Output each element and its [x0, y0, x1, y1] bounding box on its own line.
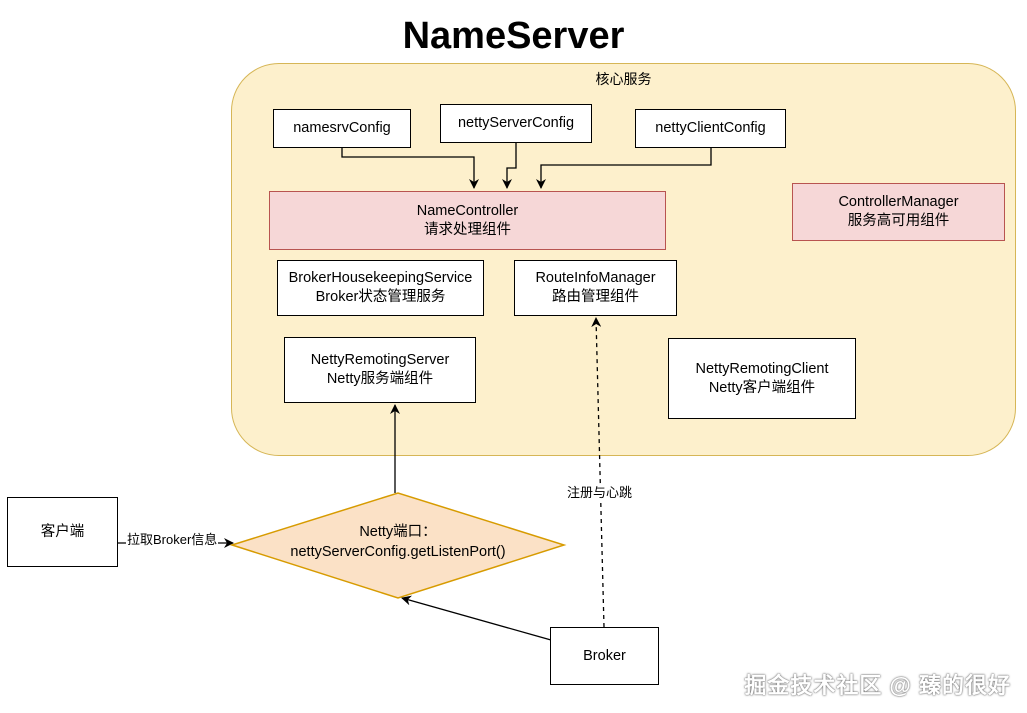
core-services-label: 核心服务 [595, 71, 652, 87]
watermark-text: 掘金技术社区 @ 臻的很好 [744, 673, 1011, 698]
pull-broker-info-label: 拉取Broker信息 [126, 531, 219, 549]
namesrv-config-label: namesrvConfig [293, 120, 391, 136]
netty-port-title: Netty端口： [359, 524, 437, 540]
edge-nettyclientconfig-to-controller [536, 148, 712, 189]
name-controller-title: NameController [416, 202, 519, 219]
broker-housekeeping-desc: Broker状态管理服务 [315, 289, 446, 305]
broker-housekeeping-box: BrokerHousekeepingService Broker状态管理服务 [277, 260, 484, 316]
client-label: 客户端 [40, 523, 85, 540]
netty-port-diamond [229, 492, 567, 599]
netty-client-config-label: nettyClientConfig [655, 120, 766, 136]
controller-manager-box: ControllerManager 服务高可用组件 [792, 183, 1005, 241]
controller-manager-title: ControllerManager [838, 194, 959, 210]
netty-remoting-server-title: NettyRemotingServer [310, 352, 450, 368]
name-controller-box: NameController 请求处理组件 [269, 191, 666, 250]
broker-housekeeping-title: BrokerHousekeepingService [288, 270, 473, 286]
register-heartbeat-label: 注册与心跳 [566, 484, 634, 502]
netty-remoting-server-box: NettyRemotingServer Netty服务端组件 [284, 337, 476, 403]
broker-label: Broker [583, 647, 626, 664]
diagram-title: NameServer [402, 15, 625, 57]
netty-remoting-client-title: NettyRemotingClient [695, 360, 829, 377]
namesrv-config-box: namesrvConfig [273, 109, 411, 148]
controller-manager-desc: 服务高可用组件 [847, 213, 950, 229]
broker-box: Broker [550, 627, 659, 685]
edge-nettyserverconfig-to-controller [502, 142, 517, 189]
edge-broker-to-routeinfo [591, 317, 605, 628]
client-box: 客户端 [7, 497, 118, 567]
netty-server-config-box: nettyServerConfig [440, 104, 592, 143]
edge-broker-to-port [401, 595, 552, 641]
route-info-manager-title: RouteInfoManager [535, 270, 656, 286]
netty-server-config-label: nettyServerConfig [457, 115, 575, 131]
edge-namesrvconfig-to-controller [341, 148, 479, 189]
netty-remoting-server-desc: Netty服务端组件 [326, 371, 434, 387]
route-info-manager-desc: 路由管理组件 [552, 289, 639, 305]
netty-remoting-client-box: NettyRemotingClient Netty客户端组件 [668, 338, 856, 419]
route-info-manager-box: RouteInfoManager 路由管理组件 [514, 260, 677, 316]
name-controller-desc: 请求处理组件 [424, 221, 511, 238]
netty-remoting-client-desc: Netty客户端组件 [708, 379, 816, 396]
netty-port-text: Netty端口： nettyServerConfig.getListenPort… [232, 522, 564, 562]
netty-port-method: nettyServerConfig.getListenPort() [290, 544, 506, 560]
netty-client-config-box: nettyClientConfig [635, 109, 786, 148]
